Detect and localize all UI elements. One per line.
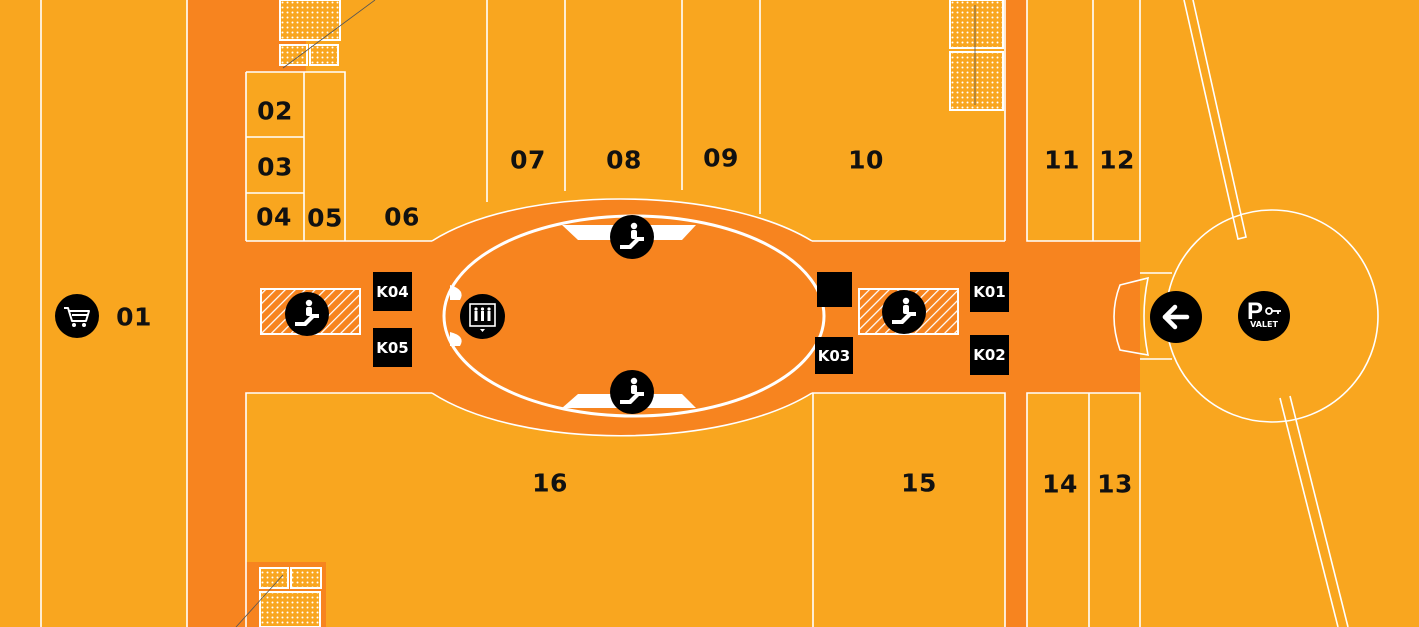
unit-label-14: 14	[1042, 469, 1078, 499]
valet-parking-icon: P VALET	[1238, 291, 1290, 341]
unit-label-03: 03	[257, 152, 293, 182]
escalator-icon	[285, 292, 329, 336]
unit-label-02: 02	[257, 96, 293, 126]
unit-label-12: 12	[1099, 145, 1135, 175]
svg-text:P: P	[1247, 298, 1263, 325]
unit-label-01: 01	[116, 302, 152, 332]
kiosk-k04: K04	[373, 272, 412, 311]
unit-label-13: 13	[1097, 469, 1133, 499]
unit-outlines	[40, 0, 1141, 627]
kiosk-k01: K01	[970, 272, 1009, 312]
kiosk-unlabeled	[817, 272, 852, 307]
escalator-icon	[882, 290, 926, 334]
unit-label-08: 08	[606, 145, 642, 175]
arrow-left-icon	[1150, 291, 1202, 343]
unit-label-05: 05	[307, 203, 343, 233]
escalator-icon	[610, 215, 654, 259]
unit-label-06: 06	[384, 202, 420, 232]
lift-doors	[450, 285, 462, 346]
unit-label-11: 11	[1044, 145, 1080, 175]
shopping-cart-icon	[55, 294, 99, 338]
unit-label-07: 07	[510, 145, 546, 175]
unit-label-10: 10	[848, 145, 884, 175]
valet-label: VALET	[1250, 320, 1278, 329]
kiosk-k02: K02	[970, 335, 1009, 375]
kiosk-k05: K05	[373, 328, 412, 367]
unit-label-16: 16	[532, 468, 568, 498]
unit-label-04: 04	[256, 202, 292, 232]
lift-icon	[460, 294, 505, 339]
escalator-icon	[610, 370, 654, 414]
kiosk-k03: K03	[815, 337, 853, 374]
unit-label-15: 15	[901, 468, 937, 498]
unit-label-09: 09	[703, 143, 739, 173]
access-road	[1183, 0, 1349, 627]
